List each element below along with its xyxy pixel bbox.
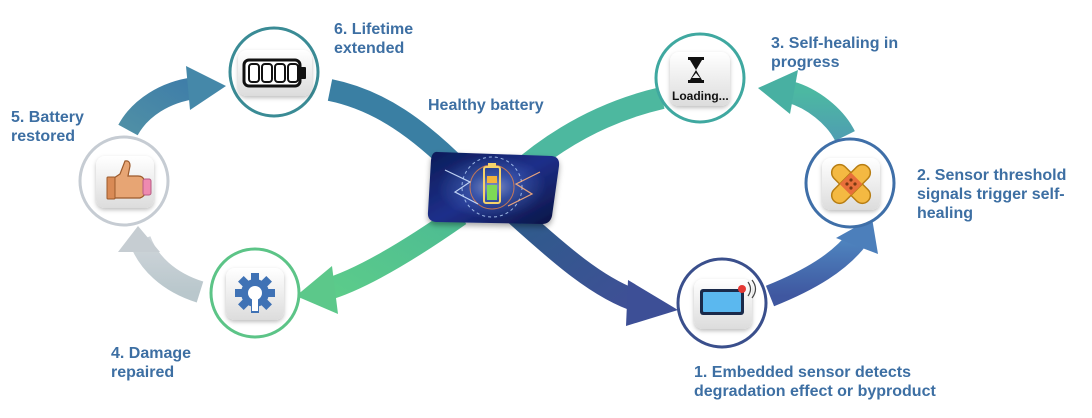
step-4-node <box>209 247 301 339</box>
step-6-node <box>228 26 320 118</box>
arrow-center-to-step4 <box>296 205 467 314</box>
step-3-label-line: progress <box>771 54 840 71</box>
thumbs-up-icon <box>106 160 152 200</box>
step-6-label: 6. Lifetime extended <box>334 20 413 58</box>
step-6-label-line: extended <box>334 40 405 57</box>
step-5-label: 5. Battery restored <box>11 108 84 146</box>
loading-text: Loading... <box>672 89 729 103</box>
step-4-label-line: 4. Damage <box>111 345 192 362</box>
healthy-battery-tile <box>427 151 560 224</box>
step-1-label-line: 1. Embedded sensor detects <box>694 364 911 381</box>
step-1-node <box>676 257 768 349</box>
step-5-label-line: 5. Battery <box>11 109 84 126</box>
hourglass-icon <box>688 57 704 83</box>
step-2-label-line: 2. Sensor threshold <box>917 167 1067 184</box>
gear-icon <box>235 273 275 313</box>
step-4-label: 4. Damage repaired <box>111 344 191 382</box>
step-2-label: 2. Sensor threshold signals trigger self… <box>917 166 1066 223</box>
step-4-label-line: repaired <box>111 364 175 381</box>
step-2-label-line: healing <box>917 205 974 222</box>
step-5-label-line: restored <box>11 128 76 145</box>
step-3-label: 3. Self-healing in progress <box>771 34 898 72</box>
bandage-icon <box>830 163 872 205</box>
battery-full-icon <box>242 58 306 88</box>
arrow-step1-to-step2 <box>765 218 878 307</box>
battery-glow-icon <box>483 163 501 204</box>
step-1-label-line: degradation effect or byproduct <box>694 383 936 400</box>
step-3-label-line: 3. Self-healing in <box>771 35 899 52</box>
step-5-node <box>78 135 170 227</box>
arrow-step4-to-step5 <box>118 226 204 303</box>
step-3-node: Loading... <box>654 32 746 124</box>
step-2-node <box>804 137 896 229</box>
center-label: Healthy battery <box>428 96 544 115</box>
step-2-label-line: signals trigger self- <box>917 186 1065 203</box>
arrow-step2-to-step3 <box>758 70 855 142</box>
tablet-sensor-icon <box>700 279 757 315</box>
step-1-label: 1. Embedded sensor detects degradation e… <box>694 363 936 401</box>
step-6-label-line: 6. Lifetime <box>334 21 414 38</box>
center-label-text: Healthy battery <box>428 97 544 114</box>
arrow-step5-to-step6 <box>118 66 226 136</box>
